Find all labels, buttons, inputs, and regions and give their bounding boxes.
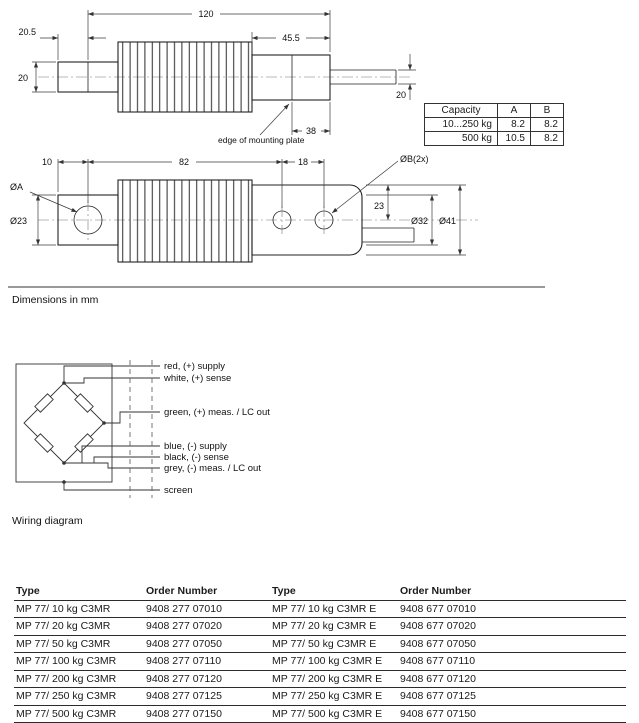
wire-label-grey: grey, (-) meas. / LC out	[164, 463, 261, 474]
wire-label-blue: blue, (-) supply	[164, 441, 227, 452]
dim-shaft-height: 20	[18, 73, 28, 83]
col-b-header: B	[530, 103, 564, 118]
wire-green	[104, 411, 160, 424]
dim-cable-height: 20	[396, 90, 406, 100]
order-number-cell: 9408 677 07125	[398, 687, 626, 706]
dim-mounting-length: 38	[306, 126, 316, 136]
dim-dia-41: Ø41	[439, 216, 456, 226]
order-number-header: Order Number	[144, 583, 270, 601]
order-number-cell: 9408 277 07020	[144, 617, 270, 636]
a-value: 8.2	[497, 117, 531, 132]
table-row: MP 77/ 100 kg C3MR 9408 277 07110 MP 77/…	[14, 652, 626, 671]
table-row: MP 77/ 10 kg C3MR 9408 277 07010 MP 77/ …	[14, 600, 626, 618]
wiring-diagram: red, (+) supply white, (+) sense green, …	[15, 360, 270, 498]
type-cell: MP 77/ 20 kg C3MR E	[270, 617, 398, 636]
type-cell: MP 77/ 50 kg C3MR E	[270, 635, 398, 653]
order-number-cell: 9408 677 07010	[398, 600, 626, 618]
side-elevation-view: 120 20.5 45.5 20 20 38 edge of mounting …	[18, 8, 416, 145]
order-number-cell: 9408 277 07150	[144, 705, 270, 723]
strain-gauge	[74, 433, 94, 453]
a-value: 10.5	[497, 131, 531, 146]
bellows	[117, 179, 253, 263]
order-number-cell: 9408 677 07150	[398, 705, 626, 723]
dim-right-section: 45.5	[282, 33, 300, 43]
label-hole-b: ØB(2x)	[400, 154, 429, 164]
capacity-table: Capacity A B 10...250 kg 8.2 8.2 500 kg …	[424, 103, 564, 146]
wiring-caption: Wiring diagram	[12, 515, 83, 527]
right-body	[251, 54, 331, 101]
table-row: MP 77/ 50 kg C3MR 9408 277 07050 MP 77/ …	[14, 635, 626, 653]
table-row: MP 77/ 200 kg C3MR 9408 277 07120 MP 77/…	[14, 670, 626, 688]
order-table-header-row: Type Order Number Type Order Number	[14, 583, 626, 601]
order-number-cell: 9408 677 07020	[398, 617, 626, 636]
table-row: MP 77/ 20 kg C3MR 9408 277 07020 MP 77/ …	[14, 617, 626, 636]
strain-gauge	[74, 393, 94, 413]
dim-dia-23: Ø23	[10, 216, 27, 226]
table-row: MP 77/ 250 kg C3MR 9408 277 07125 MP 77/…	[14, 687, 626, 706]
label-hole-a: ØA	[10, 182, 23, 192]
type-cell: MP 77/ 50 kg C3MR	[14, 635, 144, 653]
strain-gauge	[34, 393, 54, 413]
dim-overall-length: 120	[198, 9, 213, 19]
type-cell: MP 77/ 250 kg C3MR	[14, 687, 144, 706]
capacity-value: 500 kg	[424, 131, 498, 146]
type-header: Type	[14, 583, 144, 601]
wire-grey	[64, 462, 160, 469]
wire-label-green: green, (+) meas. / LC out	[164, 407, 270, 418]
order-number-cell: 9408 677 07050	[398, 635, 626, 653]
type-cell: MP 77/ 500 kg C3MR	[14, 705, 144, 723]
order-number-cell: 9408 277 07125	[144, 687, 270, 706]
type-cell: MP 77/ 200 kg C3MR E	[270, 670, 398, 688]
dim-body-length: 82	[179, 157, 189, 167]
strain-gauge	[34, 433, 54, 453]
mounting-plate-note: edge of mounting plate	[218, 135, 305, 145]
bridge	[23, 382, 105, 464]
capacity-row: 10...250 kg 8.2 8.2	[424, 117, 564, 132]
table-row: MP 77/ 500 kg C3MR 9408 277 07150 MP 77/…	[14, 705, 626, 723]
b-value: 8.2	[530, 131, 564, 146]
wire-screen	[63, 482, 160, 491]
type-cell: MP 77/ 250 kg C3MR E	[270, 687, 398, 706]
bellows	[117, 41, 253, 113]
capacity-header-row: Capacity A B	[424, 103, 564, 118]
capacity-row: 500 kg 10.5 8.2	[424, 131, 564, 146]
order-number-cell: 9408 277 07050	[144, 635, 270, 653]
dimensions-caption: Dimensions in mm	[12, 294, 99, 306]
type-cell: MP 77/ 200 kg C3MR	[14, 670, 144, 688]
type-cell: MP 77/ 100 kg C3MR	[14, 652, 144, 671]
wire-white	[64, 377, 160, 384]
wire-label-red: red, (+) supply	[164, 361, 225, 372]
plan-view: 10 82 18 ØB(2x) ØA Ø23 23 Ø32 Ø41	[10, 154, 478, 263]
order-number-cell: 9408 277 07120	[144, 670, 270, 688]
dim-left-offset: 10	[42, 157, 52, 167]
type-cell: MP 77/ 10 kg C3MR	[14, 600, 144, 618]
order-number-header: Order Number	[398, 583, 626, 601]
capacity-value: 10...250 kg	[424, 117, 498, 132]
wire-red	[63, 365, 160, 383]
b-value: 8.2	[530, 117, 564, 132]
type-cell: MP 77/ 100 kg C3MR E	[270, 652, 398, 671]
type-cell: MP 77/ 10 kg C3MR E	[270, 600, 398, 618]
dim-hole-spacing: 18	[298, 157, 308, 167]
wire-label-black: black, (-) sense	[164, 452, 229, 463]
order-number-cell: 9408 677 07110	[398, 652, 626, 671]
dim-height-23: 23	[374, 201, 384, 211]
order-number-cell: 9408 277 07110	[144, 652, 270, 671]
order-table: Type Order Number Type Order Number MP 7…	[14, 583, 626, 723]
type-cell: MP 77/ 20 kg C3MR	[14, 617, 144, 636]
dim-dia-32: Ø32	[411, 216, 428, 226]
dim-left-section: 20.5	[18, 27, 36, 37]
capacity-header: Capacity	[424, 103, 498, 118]
order-number-cell: 9408 277 07010	[144, 600, 270, 618]
type-header: Type	[270, 583, 398, 601]
wire-label-white: white, (+) sense	[163, 373, 231, 384]
mounting-block	[251, 184, 363, 256]
order-number-cell: 9408 677 07120	[398, 670, 626, 688]
col-a-header: A	[497, 103, 531, 118]
wire-label-screen: screen	[164, 485, 193, 496]
type-cell: MP 77/ 500 kg C3MR E	[270, 705, 398, 723]
dimension-drawing: 120 20.5 45.5 20 20 38 edge of mounting …	[8, 8, 545, 288]
